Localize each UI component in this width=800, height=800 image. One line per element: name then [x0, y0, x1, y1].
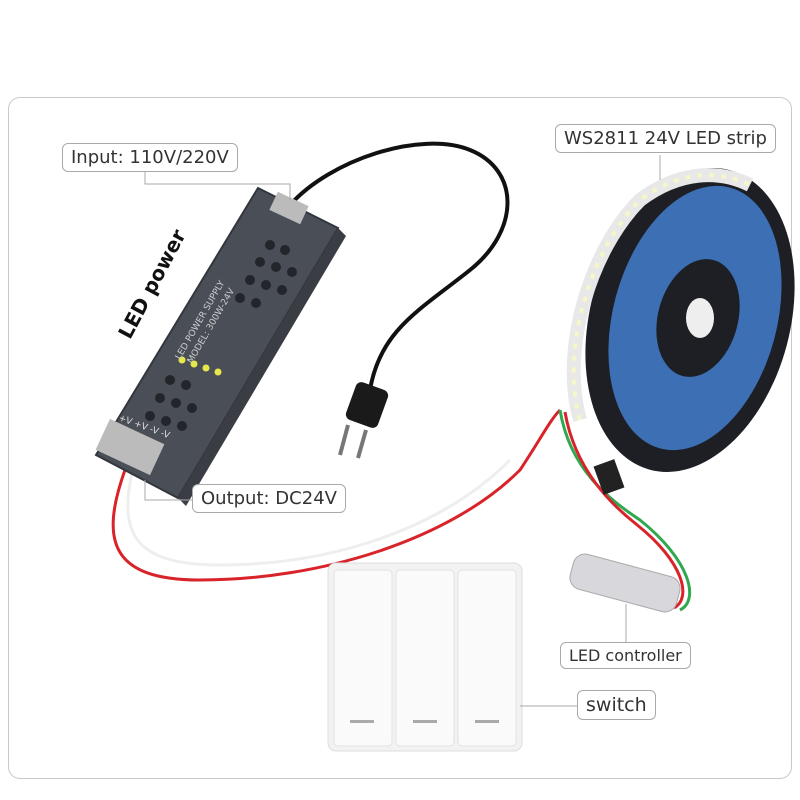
wall-switch: [327, 562, 523, 752]
diagram-frame: [8, 97, 792, 779]
output-label: Output: DC24V: [192, 484, 346, 513]
led-controller: [569, 553, 681, 613]
green-wire: [558, 409, 692, 612]
mains-cable: [288, 141, 510, 391]
white-wire: [126, 458, 512, 567]
switch-label: switch: [577, 690, 656, 720]
strip-label: WS2811 24V LED strip: [555, 124, 776, 153]
input-label: Input: 110V/220V: [62, 143, 238, 172]
power-supply: LED POWER SUPPLY MODEL: 300W-24V +V +V -…: [94, 186, 346, 506]
output-terminal-block: [95, 418, 165, 476]
plug-icon: [338, 382, 389, 459]
led-strip-reel: [566, 168, 795, 472]
input-leader: [144, 172, 291, 200]
strip-connector: [593, 459, 625, 495]
input-terminal-block: [269, 191, 309, 225]
red-wire: [111, 408, 562, 582]
signal-wire: [563, 411, 685, 610]
output-leader: [144, 480, 192, 501]
controller-label: LED controller: [560, 642, 691, 669]
